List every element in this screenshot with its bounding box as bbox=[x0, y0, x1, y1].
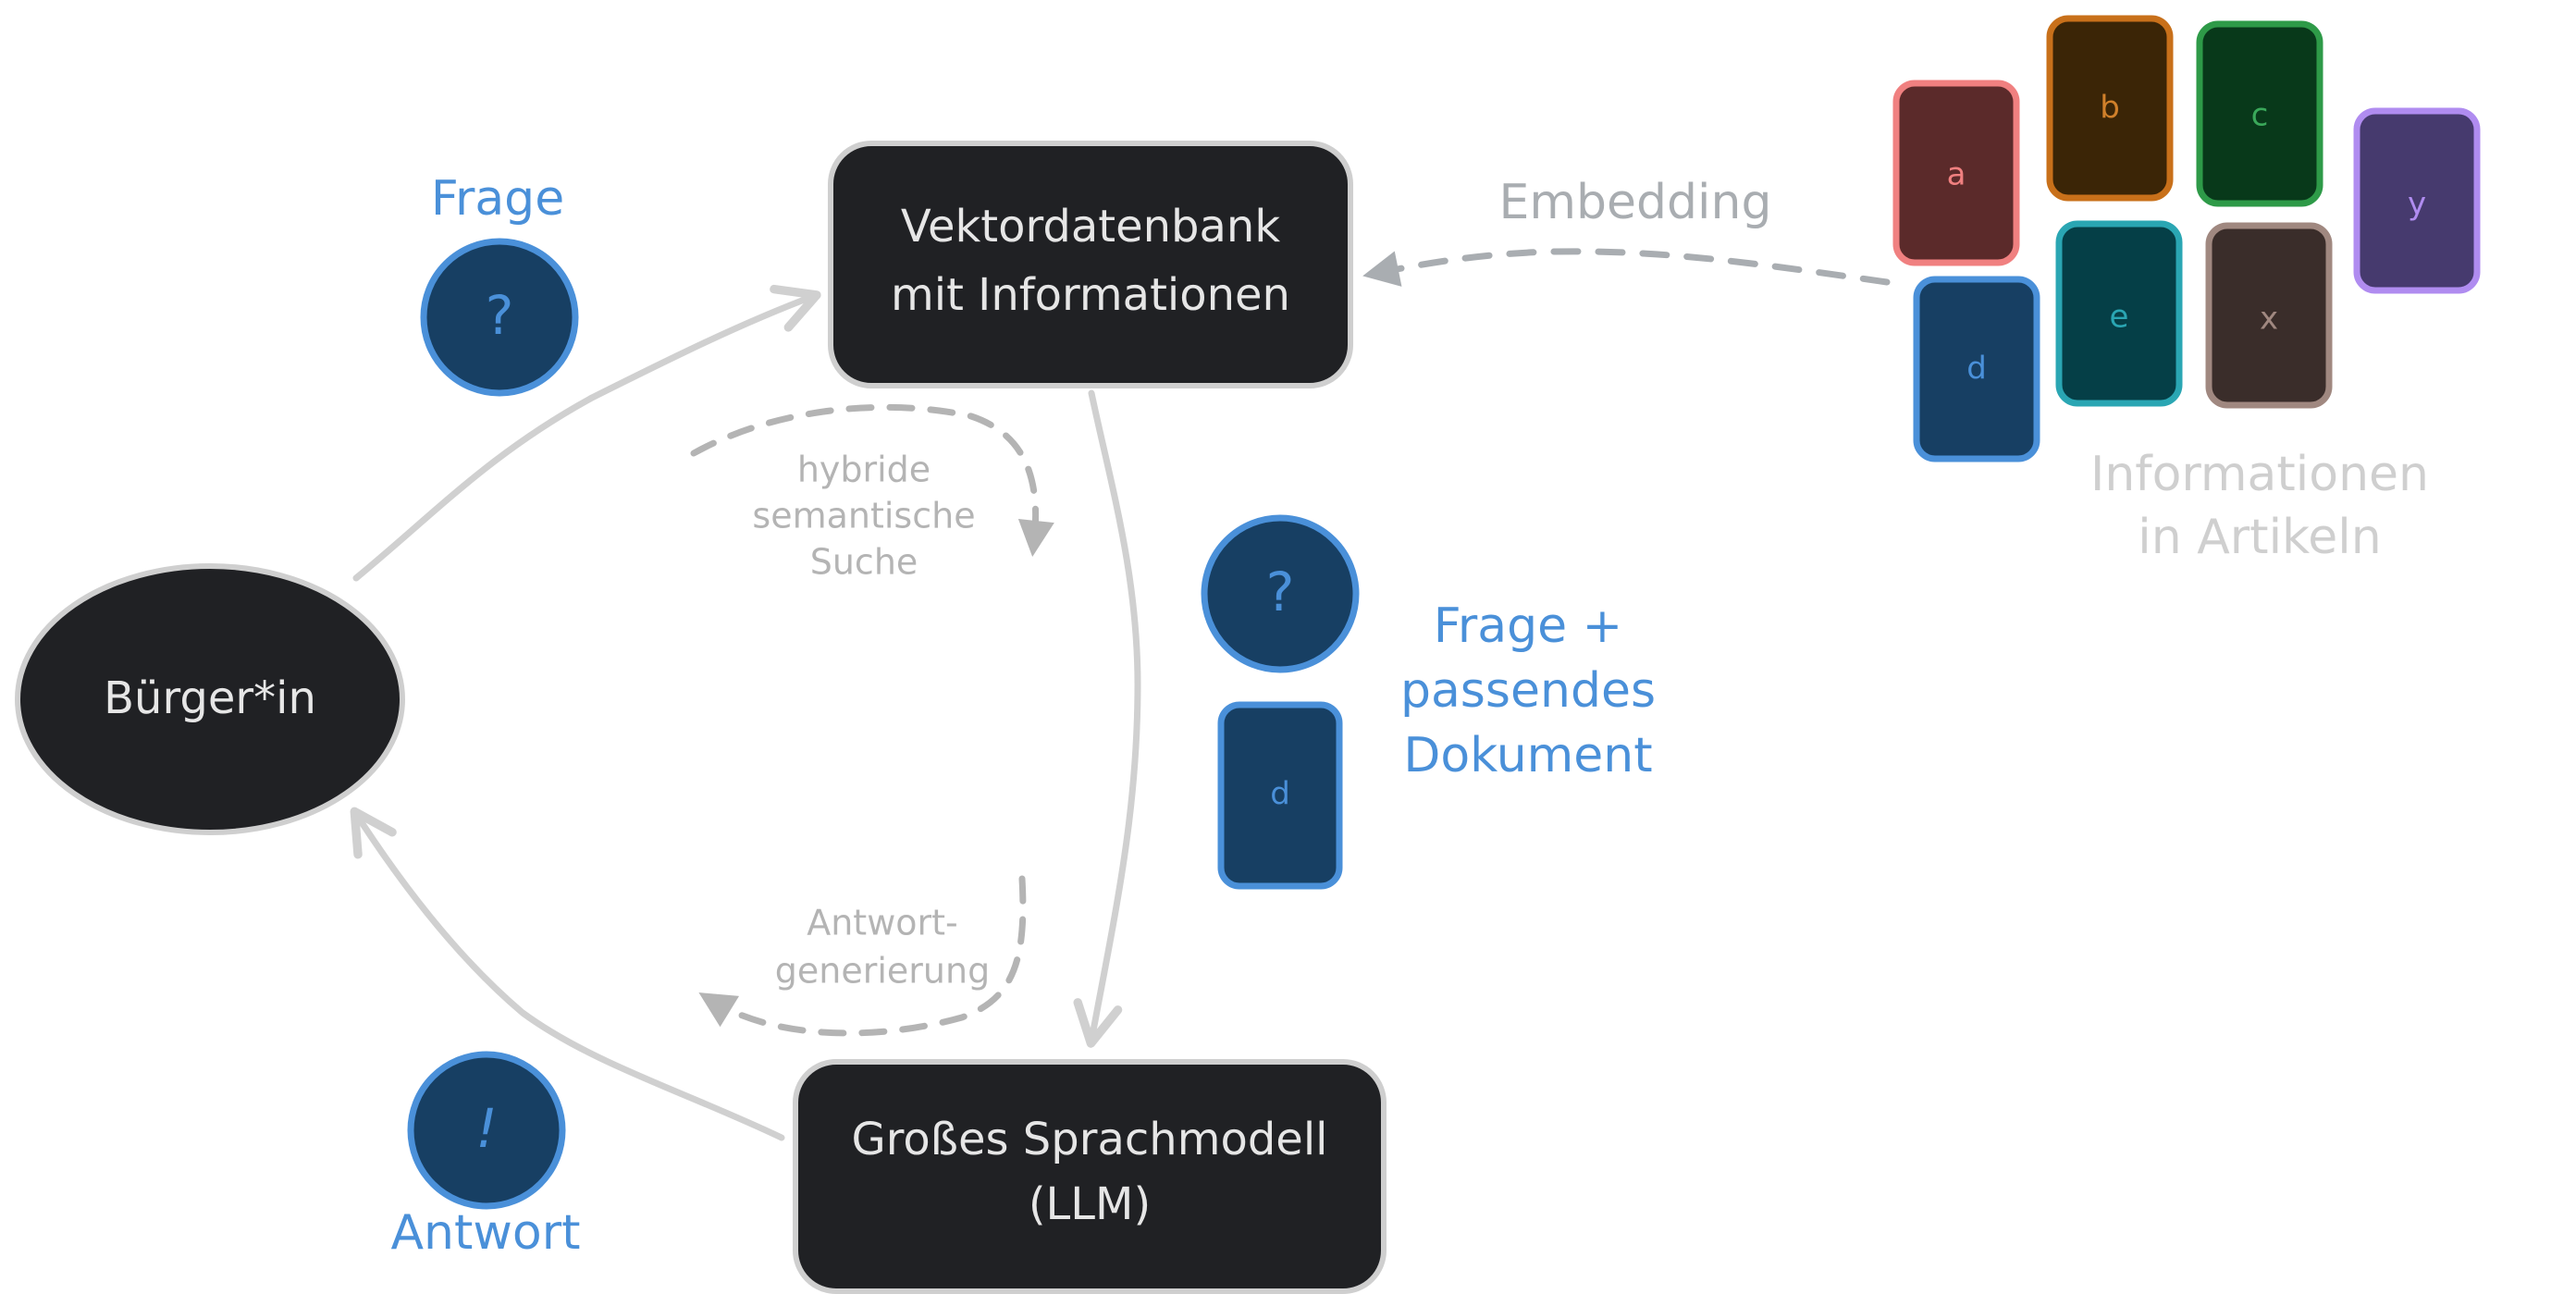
antwort-label: Antwort bbox=[390, 1205, 580, 1261]
article-card-e-letter: e bbox=[2110, 299, 2129, 336]
arrow-llm-to-citizen bbox=[350, 807, 785, 1141]
llm-label-line1: Großes Sprachmodell bbox=[852, 1114, 1328, 1165]
arrow-citizen-to-db bbox=[352, 284, 821, 582]
embedding-label: Embedding bbox=[1499, 175, 1772, 230]
question-mark-icon-2: ? bbox=[1266, 561, 1295, 623]
arrow-answer-generation bbox=[698, 875, 1027, 1037]
answer-gen-label-line2: generierung bbox=[775, 951, 990, 992]
question-circle-top: ? bbox=[420, 238, 579, 397]
node-citizen: Bürger*in bbox=[15, 563, 405, 835]
article-card-d-letter: d bbox=[1966, 351, 1987, 388]
article-card-x-letter: x bbox=[2260, 301, 2278, 338]
article-card-b-letter: b bbox=[2100, 90, 2120, 127]
answer-circle: ! bbox=[407, 1051, 566, 1210]
hybrid-search-label-line2: semantische bbox=[752, 496, 975, 536]
article-card-a-letter: a bbox=[1947, 156, 1966, 193]
article-card-y-letter: y bbox=[2408, 186, 2426, 223]
question-mark-icon: ? bbox=[486, 284, 514, 347]
node-vector-db: Vektordatenbank mit Informationen bbox=[828, 141, 1353, 388]
frage-doc-label-line2: passendes bbox=[1400, 663, 1656, 719]
frage-doc-label-line1: Frage + bbox=[1434, 598, 1622, 654]
answer-gen-label-line1: Antwort- bbox=[807, 903, 958, 943]
vector-db-label-line2: mit Informationen bbox=[891, 269, 1290, 321]
hybrid-search-label-line1: hybride bbox=[797, 450, 931, 490]
article-card-d: d bbox=[1913, 276, 2040, 462]
article-card-b: b bbox=[2046, 15, 2174, 202]
llm-label-line2: (LLM) bbox=[1029, 1178, 1151, 1230]
hybrid-search-label-line3: Suche bbox=[810, 542, 918, 583]
frage-doc-label-line3: Dokument bbox=[1403, 728, 1652, 783]
article-card-x: x bbox=[2205, 222, 2333, 409]
article-card-c-letter: c bbox=[2251, 97, 2269, 134]
info-articles-label-line1: Informationen bbox=[2090, 447, 2429, 502]
info-articles-label-line2: in Artikeln bbox=[2138, 510, 2381, 565]
article-card-a: a bbox=[1892, 80, 2020, 266]
node-llm: Großes Sprachmodell (LLM) bbox=[793, 1059, 1387, 1294]
document-card-mid: d bbox=[1217, 701, 1343, 890]
arrow-embedding bbox=[1362, 248, 1891, 287]
arrow-hybrid-search bbox=[690, 403, 1054, 558]
exclamation-icon: ! bbox=[475, 1097, 497, 1160]
arrow-db-to-llm bbox=[1073, 389, 1141, 1048]
article-card-y: y bbox=[2353, 107, 2481, 294]
question-circle-mid: ? bbox=[1201, 514, 1360, 673]
citizen-label: Bürger*in bbox=[104, 672, 316, 724]
article-card-e: e bbox=[2055, 220, 2183, 407]
vector-db-label-line1: Vektordatenbank bbox=[901, 201, 1280, 253]
document-letter: d bbox=[1270, 776, 1290, 813]
frage-label: Frage bbox=[431, 171, 564, 227]
article-card-c: c bbox=[2196, 20, 2323, 207]
